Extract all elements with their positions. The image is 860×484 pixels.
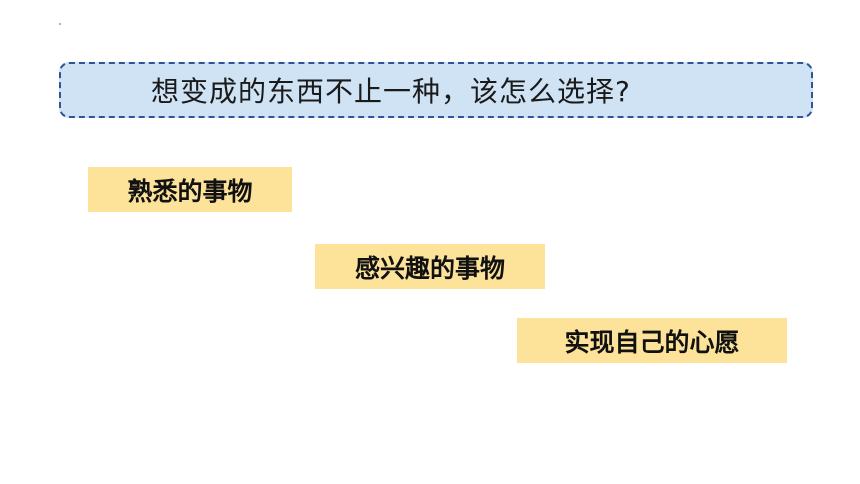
question-box: 想变成的东西不止一种，该怎么选择? (59, 62, 813, 118)
question-text: 想变成的东西不止一种，该怎么选择? (151, 75, 631, 108)
option-interesting-things: 感兴趣的事物 (315, 244, 545, 289)
decorative-dot (59, 23, 61, 25)
option-fulfill-wish: 实现自己的心愿 (517, 318, 787, 363)
option-familiar-things: 熟悉的事物 (88, 167, 292, 212)
